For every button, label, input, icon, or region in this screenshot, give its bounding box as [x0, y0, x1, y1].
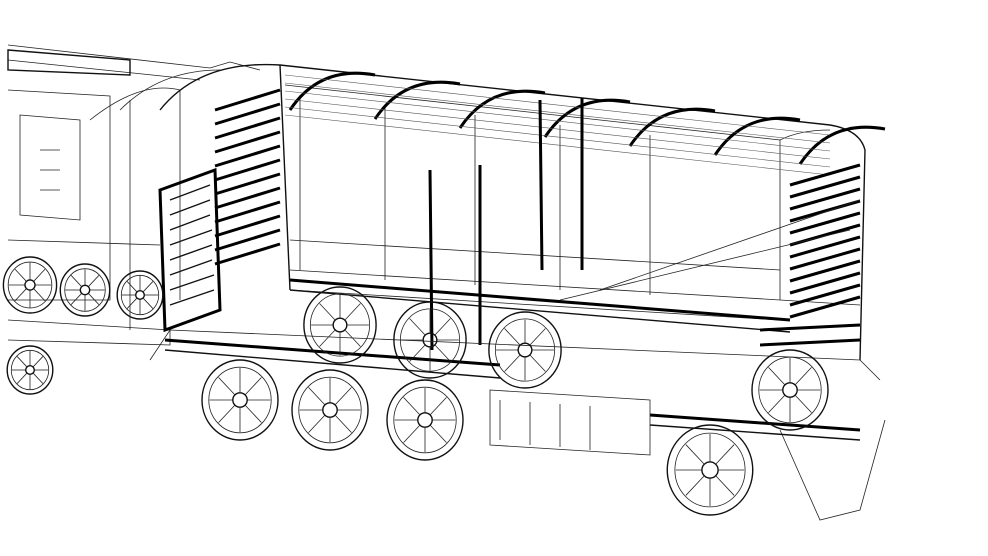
roof-line: [284, 106, 831, 168]
vertical-rods: [428, 98, 584, 351]
roof-rib: [458, 89, 546, 129]
roof-line: [284, 98, 831, 160]
louver-slat: [214, 172, 281, 196]
louver-slat: [214, 116, 281, 140]
louver-slat: [789, 259, 861, 283]
louver-slat: [214, 186, 281, 210]
roof-line: [284, 74, 831, 136]
wheels: [2, 256, 829, 516]
louver-slat: [214, 242, 281, 266]
louver-slats: [214, 88, 861, 319]
louver-slat: [789, 295, 861, 319]
wheel: [751, 349, 829, 431]
roof-rib: [798, 125, 886, 165]
louver-slat: [214, 214, 281, 238]
louver-slat: [214, 102, 281, 126]
louver-slat: [789, 187, 861, 211]
frame-rails: [149, 199, 886, 521]
wheel: [6, 345, 54, 395]
louver-slat: [789, 247, 861, 271]
roof-rib: [713, 116, 801, 156]
roof-rib: [373, 80, 461, 120]
wheel: [59, 263, 111, 317]
louver-slat: [214, 130, 281, 154]
door-grille: [158, 167, 222, 333]
wheel: [666, 424, 754, 516]
wheel: [201, 359, 279, 441]
wheel: [303, 286, 377, 364]
wheel: [291, 369, 369, 451]
louver-slat: [214, 200, 281, 224]
wheel: [116, 270, 164, 320]
louver-slat: [789, 175, 861, 199]
louver-slat: [214, 228, 281, 252]
roof-ribs: [284, 71, 886, 176]
roof-line: [284, 82, 831, 144]
louver-slat: [789, 211, 861, 235]
louver-slat: [789, 235, 861, 259]
wheel: [2, 256, 58, 314]
roof-rib: [628, 107, 716, 147]
louver-slat: [214, 88, 281, 112]
wheel: [393, 301, 467, 379]
louver-slat: [214, 158, 281, 182]
louver-slat: [789, 163, 861, 187]
roof-line: [284, 114, 831, 176]
roof-line: [284, 90, 831, 152]
roof-rib: [288, 71, 376, 111]
louver-slat: [214, 144, 281, 168]
front-cab-section: [7, 44, 261, 346]
wheel: [488, 311, 562, 389]
louver-slat: [789, 271, 861, 295]
wheel: [386, 379, 464, 461]
hood-body: [159, 63, 866, 361]
louver-slat: [789, 283, 861, 307]
